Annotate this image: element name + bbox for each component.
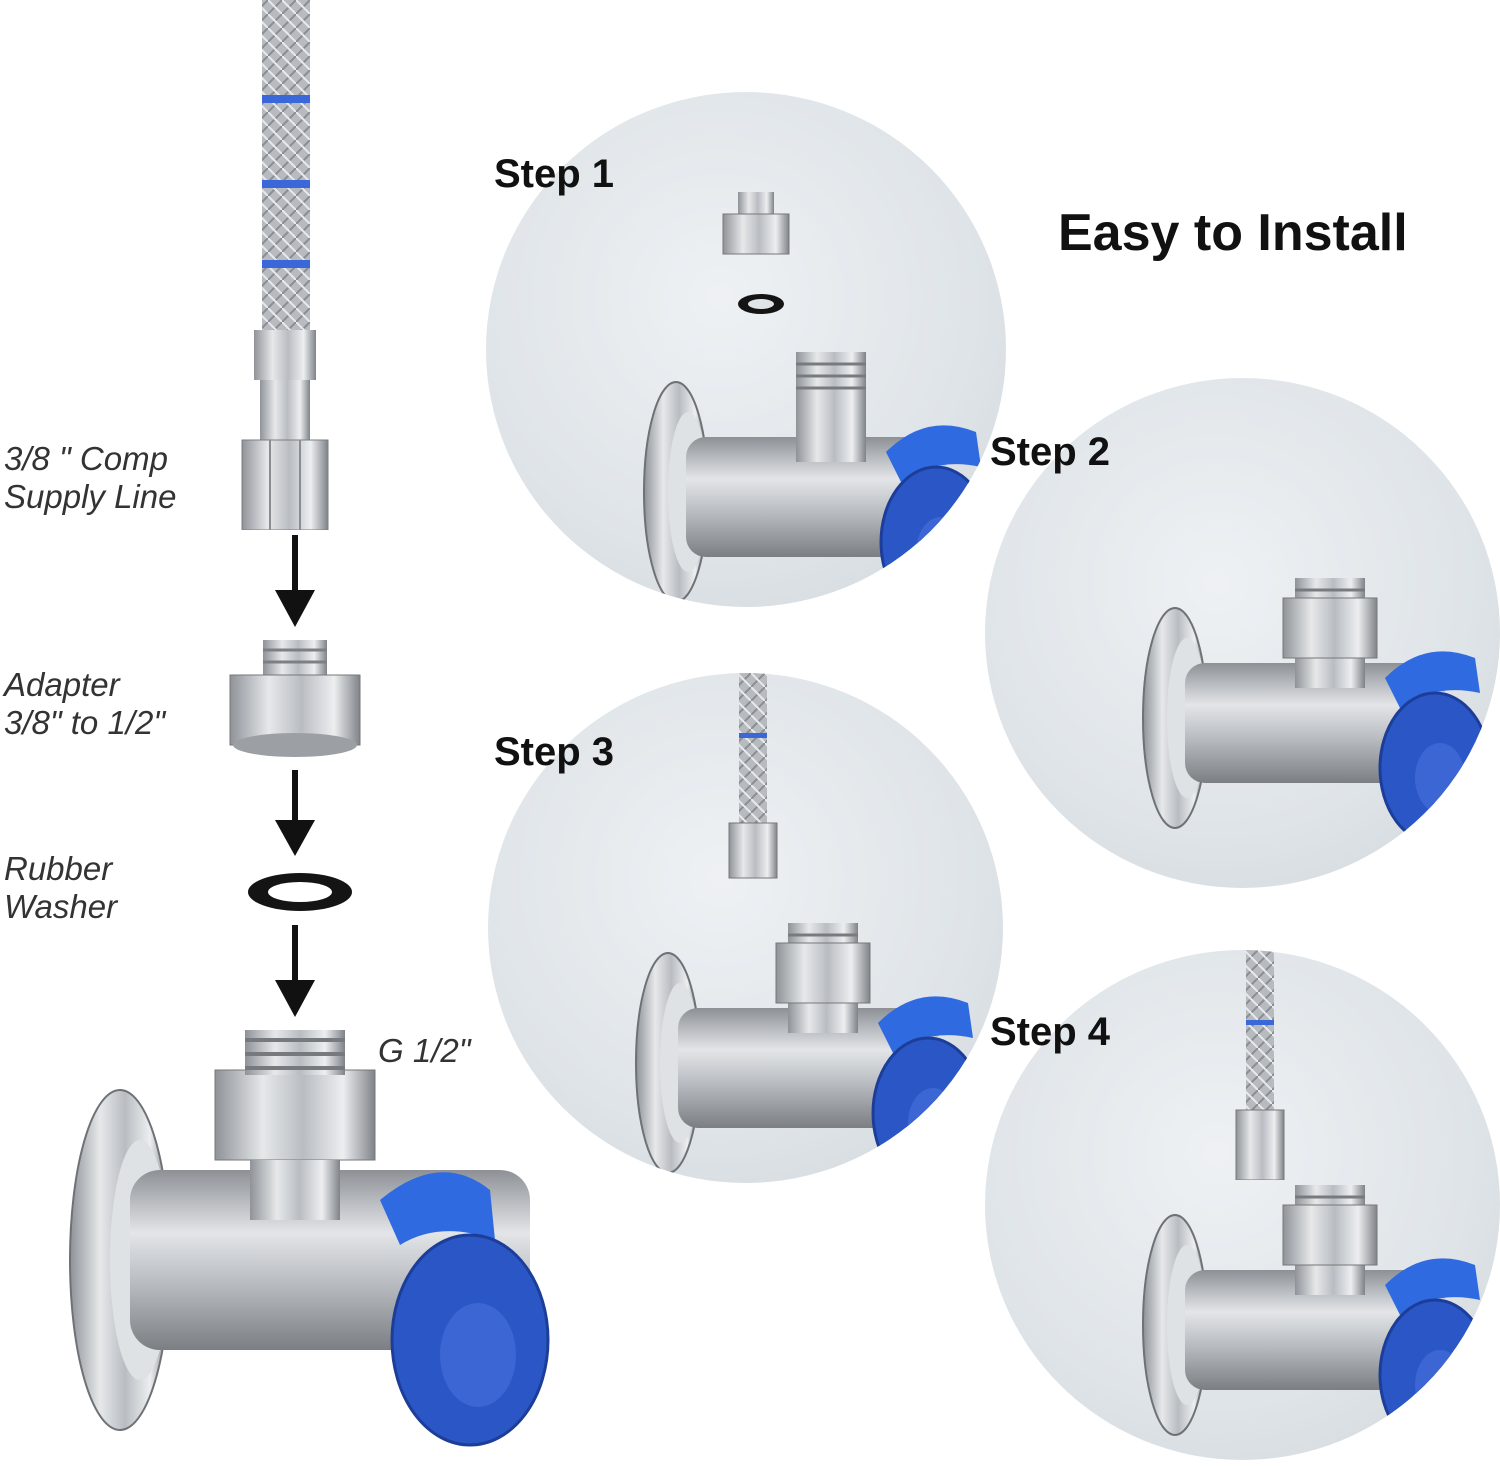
rubber-washer-icon xyxy=(248,873,352,911)
down-arrow-icon xyxy=(275,770,315,856)
angle-valve-icon xyxy=(634,921,985,1183)
step-1-title: Step 1 xyxy=(494,152,615,196)
adapter-label: Adapter 3/8" to 1/2" xyxy=(4,666,166,741)
thread-size-label: G 1/2" xyxy=(378,1032,471,1069)
step-4-image xyxy=(985,950,1500,1460)
step-4-title: Step 4 xyxy=(990,1010,1111,1054)
step-2-image xyxy=(985,378,1500,888)
braided-hose-icon xyxy=(728,673,778,879)
step-1-image xyxy=(486,92,1006,607)
down-arrow-icon xyxy=(275,535,315,627)
adapter-fitting-icon xyxy=(722,192,790,255)
adapter-fitting-icon xyxy=(229,640,361,757)
headline: Easy to Install xyxy=(1058,204,1408,262)
down-arrow-icon xyxy=(275,925,315,1017)
step-3-image xyxy=(488,673,1003,1183)
step-3-title: Step 3 xyxy=(494,730,615,774)
angle-valve-icon xyxy=(1141,1183,1492,1452)
angle-valve-icon xyxy=(1141,576,1492,845)
supply-line-label: 3/8 " Comp Supply Line xyxy=(4,440,177,515)
step-2-title: Step 2 xyxy=(990,430,1111,474)
braided-hose-icon xyxy=(1235,950,1285,1180)
angle-valve-icon xyxy=(69,1030,550,1447)
braided-hose-icon xyxy=(241,0,329,530)
washer-label: Rubber Washer xyxy=(4,850,118,925)
angle-valve-icon xyxy=(642,350,993,607)
rubber-washer-icon xyxy=(738,294,784,314)
